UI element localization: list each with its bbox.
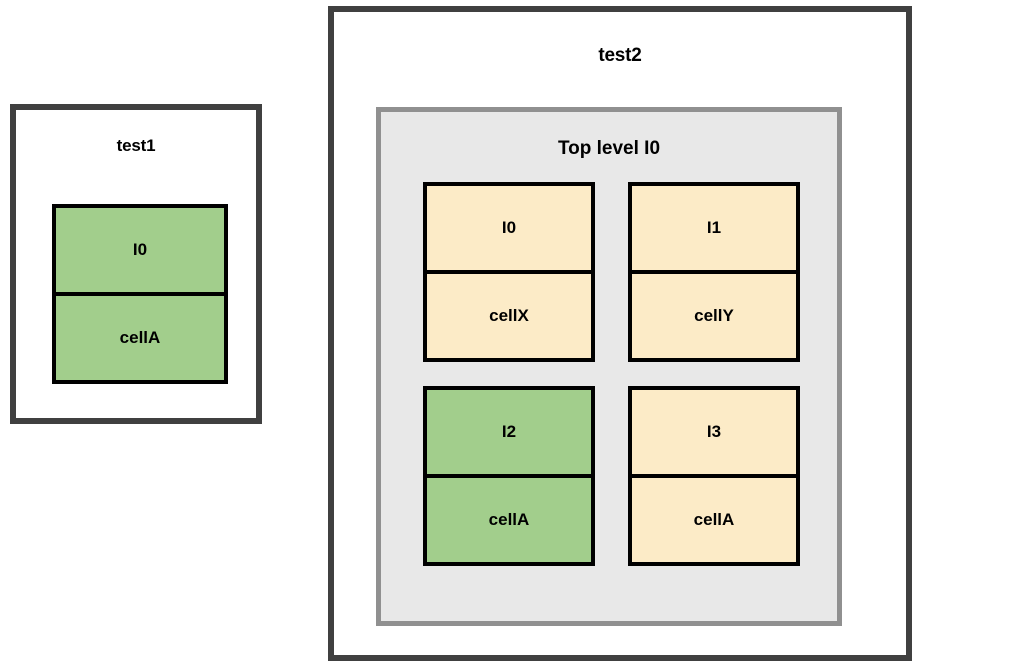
panel-test2: test2 Top level I0 I0 cellX I1 cellY I2 … — [328, 6, 912, 661]
cell-label: cellY — [694, 306, 734, 325]
top-level-container-title: Top level I0 — [557, 138, 661, 159]
instance-label: I3 — [632, 390, 796, 478]
cell-label: cellA — [488, 510, 530, 529]
instance-block-i0: I0 cellX — [423, 182, 595, 362]
instance-block-test1-i0: I0 cellA — [52, 204, 228, 384]
instance-label: I2 — [427, 390, 591, 478]
instance-block-i1: I1 cellY — [628, 182, 800, 362]
instance-block-i3: I3 cellA — [628, 386, 800, 566]
instance-label: I0 — [427, 186, 591, 274]
cell-label: cellX — [489, 306, 529, 325]
panel-test1: test1 I0 cellA — [10, 104, 262, 424]
panel-test1-title: test1 — [116, 136, 156, 155]
instance-block-i2: I2 cellA — [423, 386, 595, 566]
cell-label: cellA — [119, 328, 161, 347]
instance-label: I0 — [56, 208, 224, 296]
panel-test2-title: test2 — [598, 45, 642, 66]
top-level-container: Top level I0 I0 cellX I1 cellY I2 cellA … — [376, 107, 842, 626]
instance-label: I1 — [632, 186, 796, 274]
cell-label: cellA — [693, 510, 735, 529]
